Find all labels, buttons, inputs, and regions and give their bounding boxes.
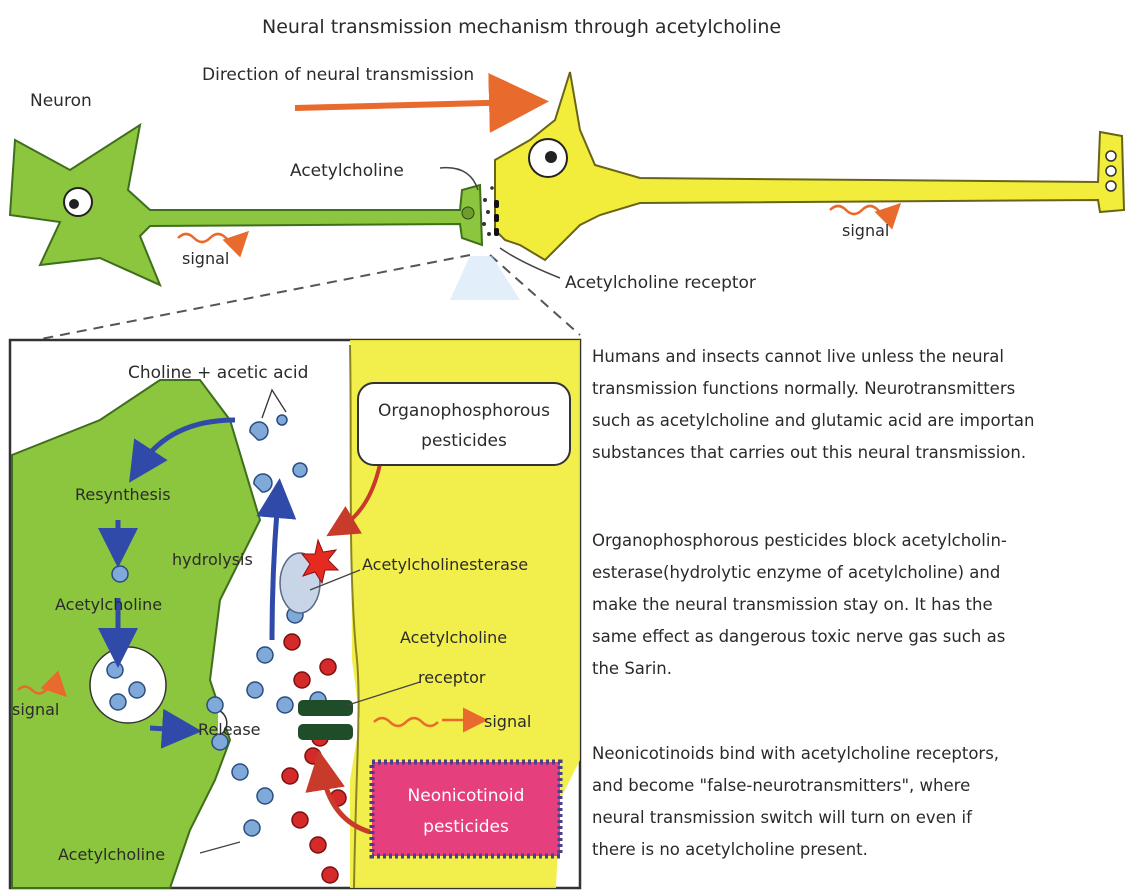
paragraph-3-line: Neonicotinoids bind with acetylcholine r… (592, 738, 1138, 770)
paragraph-2-line: make the neural transmission stay on. It… (592, 589, 1138, 621)
label-neonicotinoid-2: pesticides (423, 817, 509, 837)
paragraph-2: Organophosphorous pesticides block acety… (592, 525, 1138, 685)
label-signal-left: signal (182, 249, 229, 268)
label-resynthesis: Resynthesis (75, 485, 171, 504)
label-organophosphorous-2: pesticides (421, 431, 507, 451)
paragraph-1-line: substances that carries out this neural … (592, 437, 1138, 469)
paragraph-1-line: transmission functions normally. Neurotr… (592, 373, 1138, 405)
paragraph-1-line: such as acetylcholine and glutamic acid … (592, 405, 1138, 437)
paragraph-3: Neonicotinoids bind with acetylcholine r… (592, 738, 1138, 866)
label-receptor-top: Acetylcholine receptor (565, 273, 756, 293)
label-choline-acetic: Choline + acetic acid (128, 363, 308, 383)
label-neuron: Neuron (30, 91, 92, 111)
paragraph-3-line: there is no acetylcholine present. (592, 834, 1138, 866)
paragraph-3-line: and become "false-neurotransmitters", wh… (592, 770, 1138, 802)
label-signal-right: signal (842, 221, 889, 240)
label-receptor-inner-2: receptor (418, 668, 486, 687)
label-hydrolysis: hydrolysis (172, 550, 253, 569)
yellow-neuron (495, 72, 1124, 260)
paragraph-1: Humans and insects cannot live unless th… (592, 341, 1138, 469)
paragraph-3-line: neural transmission switch will turn on … (592, 802, 1138, 834)
neonicotinoid-box (372, 762, 560, 856)
paragraph-2-line: same effect as dangerous toxic nerve gas… (592, 621, 1138, 653)
arrow-to-release (150, 728, 182, 730)
signal-squiggle-right (830, 206, 894, 214)
synapse-receptor-marks (494, 200, 499, 236)
synaptic-vesicle (90, 647, 166, 723)
paragraph-2-line: esterase(hydrolytic enzyme of acetylchol… (592, 557, 1138, 589)
label-acetylcholine-inner: Acetylcholine (55, 595, 162, 614)
label-direction: Direction of neural transmission (202, 65, 474, 85)
label-signal-inner-left: signal (12, 700, 59, 719)
label-signal-inner-right: signal (484, 712, 531, 731)
organophosphorous-box (358, 383, 570, 465)
label-receptor-inner-1: Acetylcholine (400, 628, 507, 647)
synapse-acetylcholine-dots (482, 186, 494, 236)
paragraph-1-line: Humans and insects cannot live unless th… (592, 341, 1138, 373)
signal-squiggle-left (178, 234, 242, 242)
label-acetylcholinesterase: Acetylcholinesterase (362, 555, 528, 574)
label-acetylcholine-bottom: Acetylcholine (58, 845, 165, 864)
label-neonicotinoid-1: Neonicotinoid (408, 786, 525, 806)
paragraph-2-line: Organophosphorous pesticides block acety… (592, 525, 1138, 557)
direction-arrow (295, 102, 525, 108)
label-acetylcholine-top: Acetylcholine (290, 161, 404, 181)
label-organophosphorous-1: Organophosphorous (378, 401, 550, 421)
paragraph-2-line: the Sarin. (592, 653, 1138, 685)
label-release: Release (198, 720, 261, 739)
